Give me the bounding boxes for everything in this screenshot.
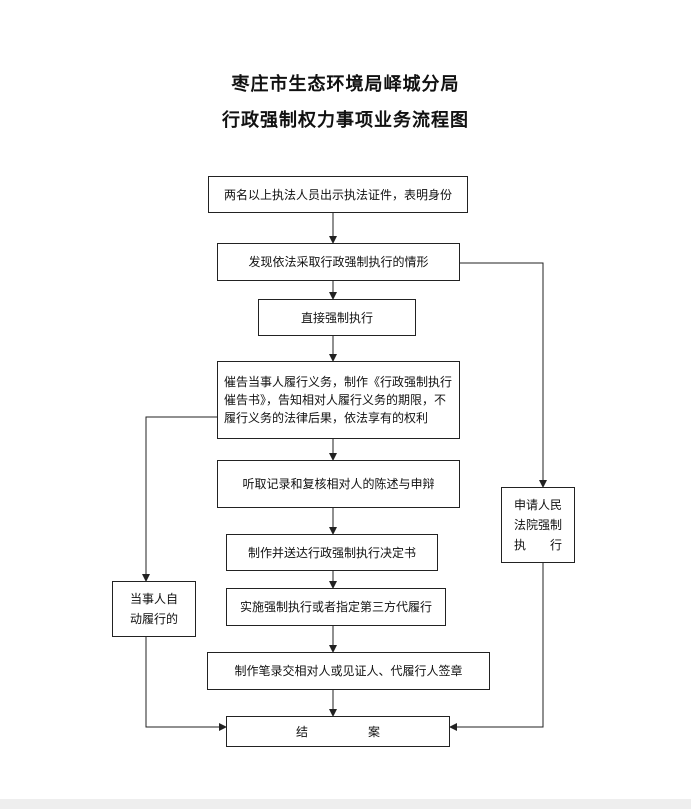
court-line-1: 申请人民	[513, 498, 562, 512]
step-discover-situation: 发现依法采取行政强制执行的情形	[217, 243, 460, 281]
arrow-self-end	[145, 637, 227, 731]
step-urge-performance: 催告当事人履行义务，制作《行政强制执行催告书》，告知相对人履行义务的期限，不履行…	[217, 361, 460, 439]
title-flowchart: 行政强制权力事项业务流程图	[222, 110, 469, 131]
step-direct-enforcement: 直接强制执行	[258, 299, 416, 336]
arrow-s2-court	[460, 262, 547, 488]
step-case-closed: 结 案	[226, 716, 450, 747]
side-apply-court-enforcement: 申请人民 法院强制 执 行	[501, 487, 575, 563]
arrow-s4-self	[142, 416, 217, 582]
arrow-court-end	[449, 563, 544, 731]
title-bureau: 枣庄市生态环境局峄城分局	[231, 74, 460, 95]
step-show-credentials: 两名以上执法人员出示执法证件，表明身份	[208, 176, 468, 213]
step-record-signature: 制作笔录交相对人或见证人、代履行人签章	[207, 652, 490, 690]
step-issue-decision: 制作并送达行政强制执行决定书	[226, 534, 438, 571]
self-line-2: 动履行的	[129, 612, 178, 626]
step-implement-enforcement: 实施强制执行或者指定第三方代履行	[226, 588, 446, 626]
court-line-3: 执 行	[513, 538, 562, 552]
page-bottom-strip	[0, 799, 691, 809]
court-line-2: 法院强制	[513, 518, 562, 532]
step-hear-statements: 听取记录和复核相对人的陈述与申辩	[217, 460, 460, 508]
side-party-self-performance: 当事人自 动履行的	[112, 581, 196, 637]
self-line-1: 当事人自	[129, 592, 178, 606]
